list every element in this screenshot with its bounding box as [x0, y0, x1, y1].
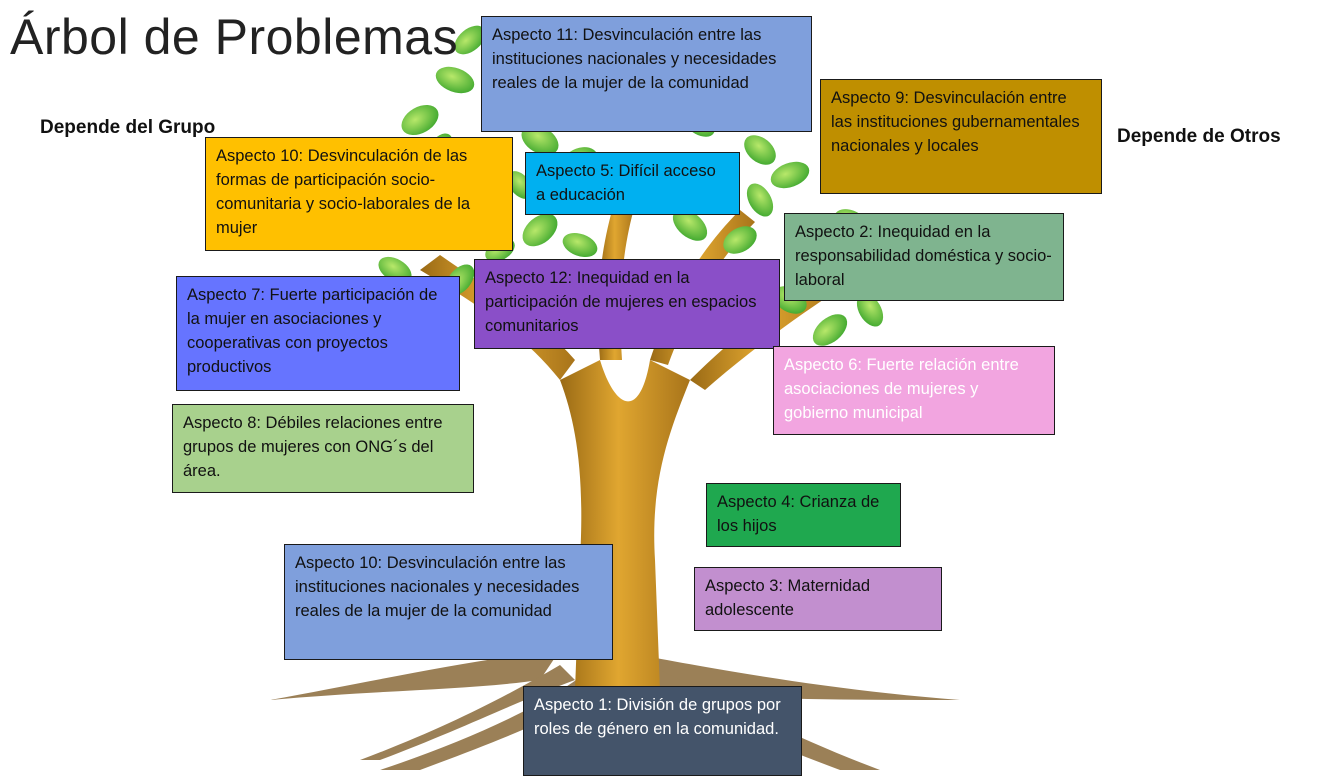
aspect-2-box: Aspecto 2: Inequidad en la responsabilid…	[784, 213, 1064, 301]
aspect-6-box: Aspecto 6: Fuerte relación entre asociac…	[773, 346, 1055, 435]
aspect-8-box: Aspecto 8: Débiles relaciones entre grup…	[172, 404, 474, 493]
aspect-12-box: Aspecto 12: Inequidad en la participació…	[474, 259, 780, 349]
aspect-7-box: Aspecto 7: Fuerte participación de la mu…	[176, 276, 460, 391]
aspect-1-box: Aspecto 1: División de grupos por roles …	[523, 686, 802, 776]
aspect-3-box: Aspecto 3: Maternidad adolescente	[694, 567, 942, 631]
aspect-9-box: Aspecto 9: Desvinculación entre las inst…	[820, 79, 1102, 194]
aspect-4-box: Aspecto 4: Crianza de los hijos	[706, 483, 901, 547]
aspect-5-box: Aspecto 5: Difícil acceso a educación	[525, 152, 740, 215]
right-label: Depende de Otros	[1117, 126, 1281, 147]
aspect-10-top-box: Aspecto 10: Desvinculación de las formas…	[205, 137, 513, 251]
aspect-10-bottom-box: Aspecto 10: Desvinculación entre las ins…	[284, 544, 613, 660]
aspect-11-box: Aspecto 11: Desvinculación entre las ins…	[481, 16, 812, 132]
page-title: Árbol de Problemas	[10, 9, 459, 65]
left-label: Depende del Grupo	[40, 117, 216, 138]
